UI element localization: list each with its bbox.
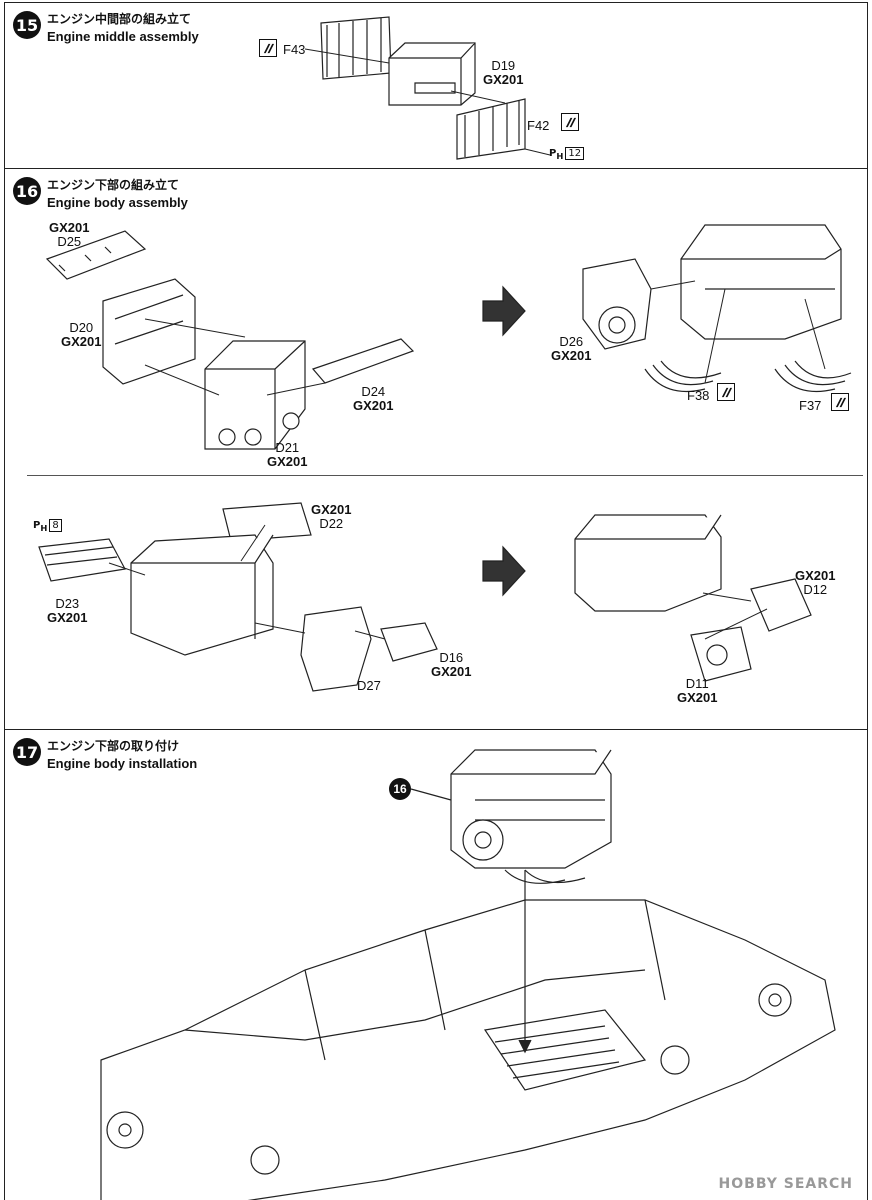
step-title-jp: エンジン下部の組み立て [47,178,180,192]
step-number-badge: 15 [13,11,41,39]
step-title: エンジン中間部の組み立て Engine middle assembly [47,11,199,45]
step-17-panel: 17 エンジン下部の取り付け Engine body installation … [4,729,868,1200]
step-title: エンジン下部の取り付け Engine body installation [47,738,197,772]
step-arrow [482,285,526,337]
decal-icon [561,113,579,131]
step-title-en: Engine middle assembly [47,29,199,44]
section-divider [27,475,863,476]
chassis [100,899,836,1200]
part-d25 [45,230,147,280]
step-title-en: Engine body assembly [47,195,188,210]
label-f38: F38 [687,388,710,403]
label-d27: D27 [357,678,381,693]
part-d24 [311,338,415,384]
part-d22 [222,502,312,542]
part-d27 [300,606,372,692]
decal-icon [717,383,735,401]
assembled-engine [680,224,842,340]
part-d12 [750,578,812,632]
engine-body [130,534,274,656]
label-f43: F43 [283,42,306,57]
part-f42 [456,98,526,160]
part-f38 [644,360,722,393]
step-header: 17 エンジン下部の取り付け Engine body installation [13,738,197,772]
step-number-badge: 16 [13,177,41,205]
step-header: 15 エンジン中間部の組み立て Engine middle assembly [13,11,199,45]
step-number-badge: 17 [13,738,41,766]
step-17-diagram [100,749,836,1200]
step-title-en: Engine body installation [47,756,198,771]
step-reference-badge: 16 [389,778,411,800]
step-16-diagram [38,224,852,692]
part-d20 [102,278,196,385]
decal-icon [259,39,277,57]
step-15-panel: 15 エンジン中間部の組み立て Engine middle assembly F… [4,2,868,169]
step-16-panel: 16 エンジン下部の組み立て Engine body assembly [4,169,868,730]
step-title: エンジン下部の組み立て Engine body assembly [47,177,188,211]
label-f37: F37 [799,398,822,413]
watermark: HOBBY SEARCH [718,1176,853,1192]
part-f37 [774,360,852,393]
decal-icon [831,393,849,411]
part-arrow [482,545,526,597]
step-title-jp: エンジン下部の取り付け [47,739,180,753]
step-title-jp: エンジン中間部の組み立て [47,12,192,26]
part-d16 [380,622,438,662]
label-f42: F42 [527,118,550,133]
part-d23 [38,538,126,582]
step-header: 16 エンジン下部の組み立て Engine body assembly [13,177,188,211]
step-15-diagram [304,16,551,160]
